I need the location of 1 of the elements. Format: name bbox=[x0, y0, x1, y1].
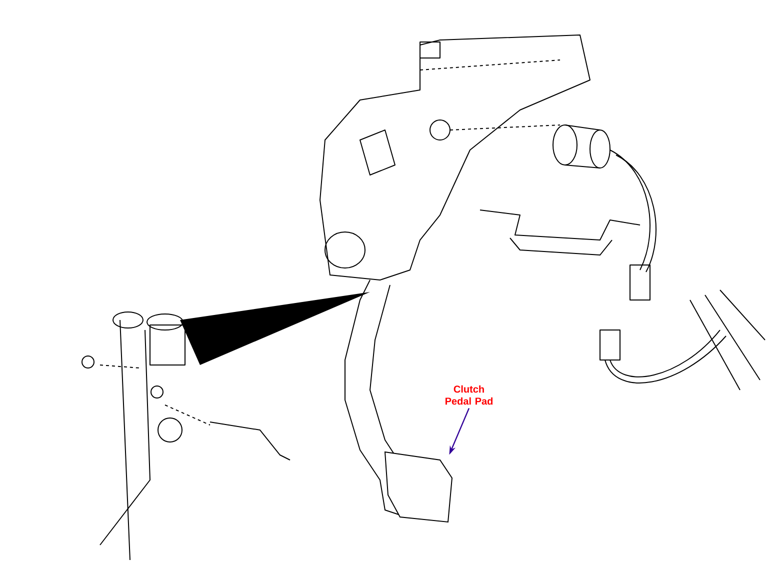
part-label: Clutch Pedal Pad bbox=[446, 385, 493, 405]
